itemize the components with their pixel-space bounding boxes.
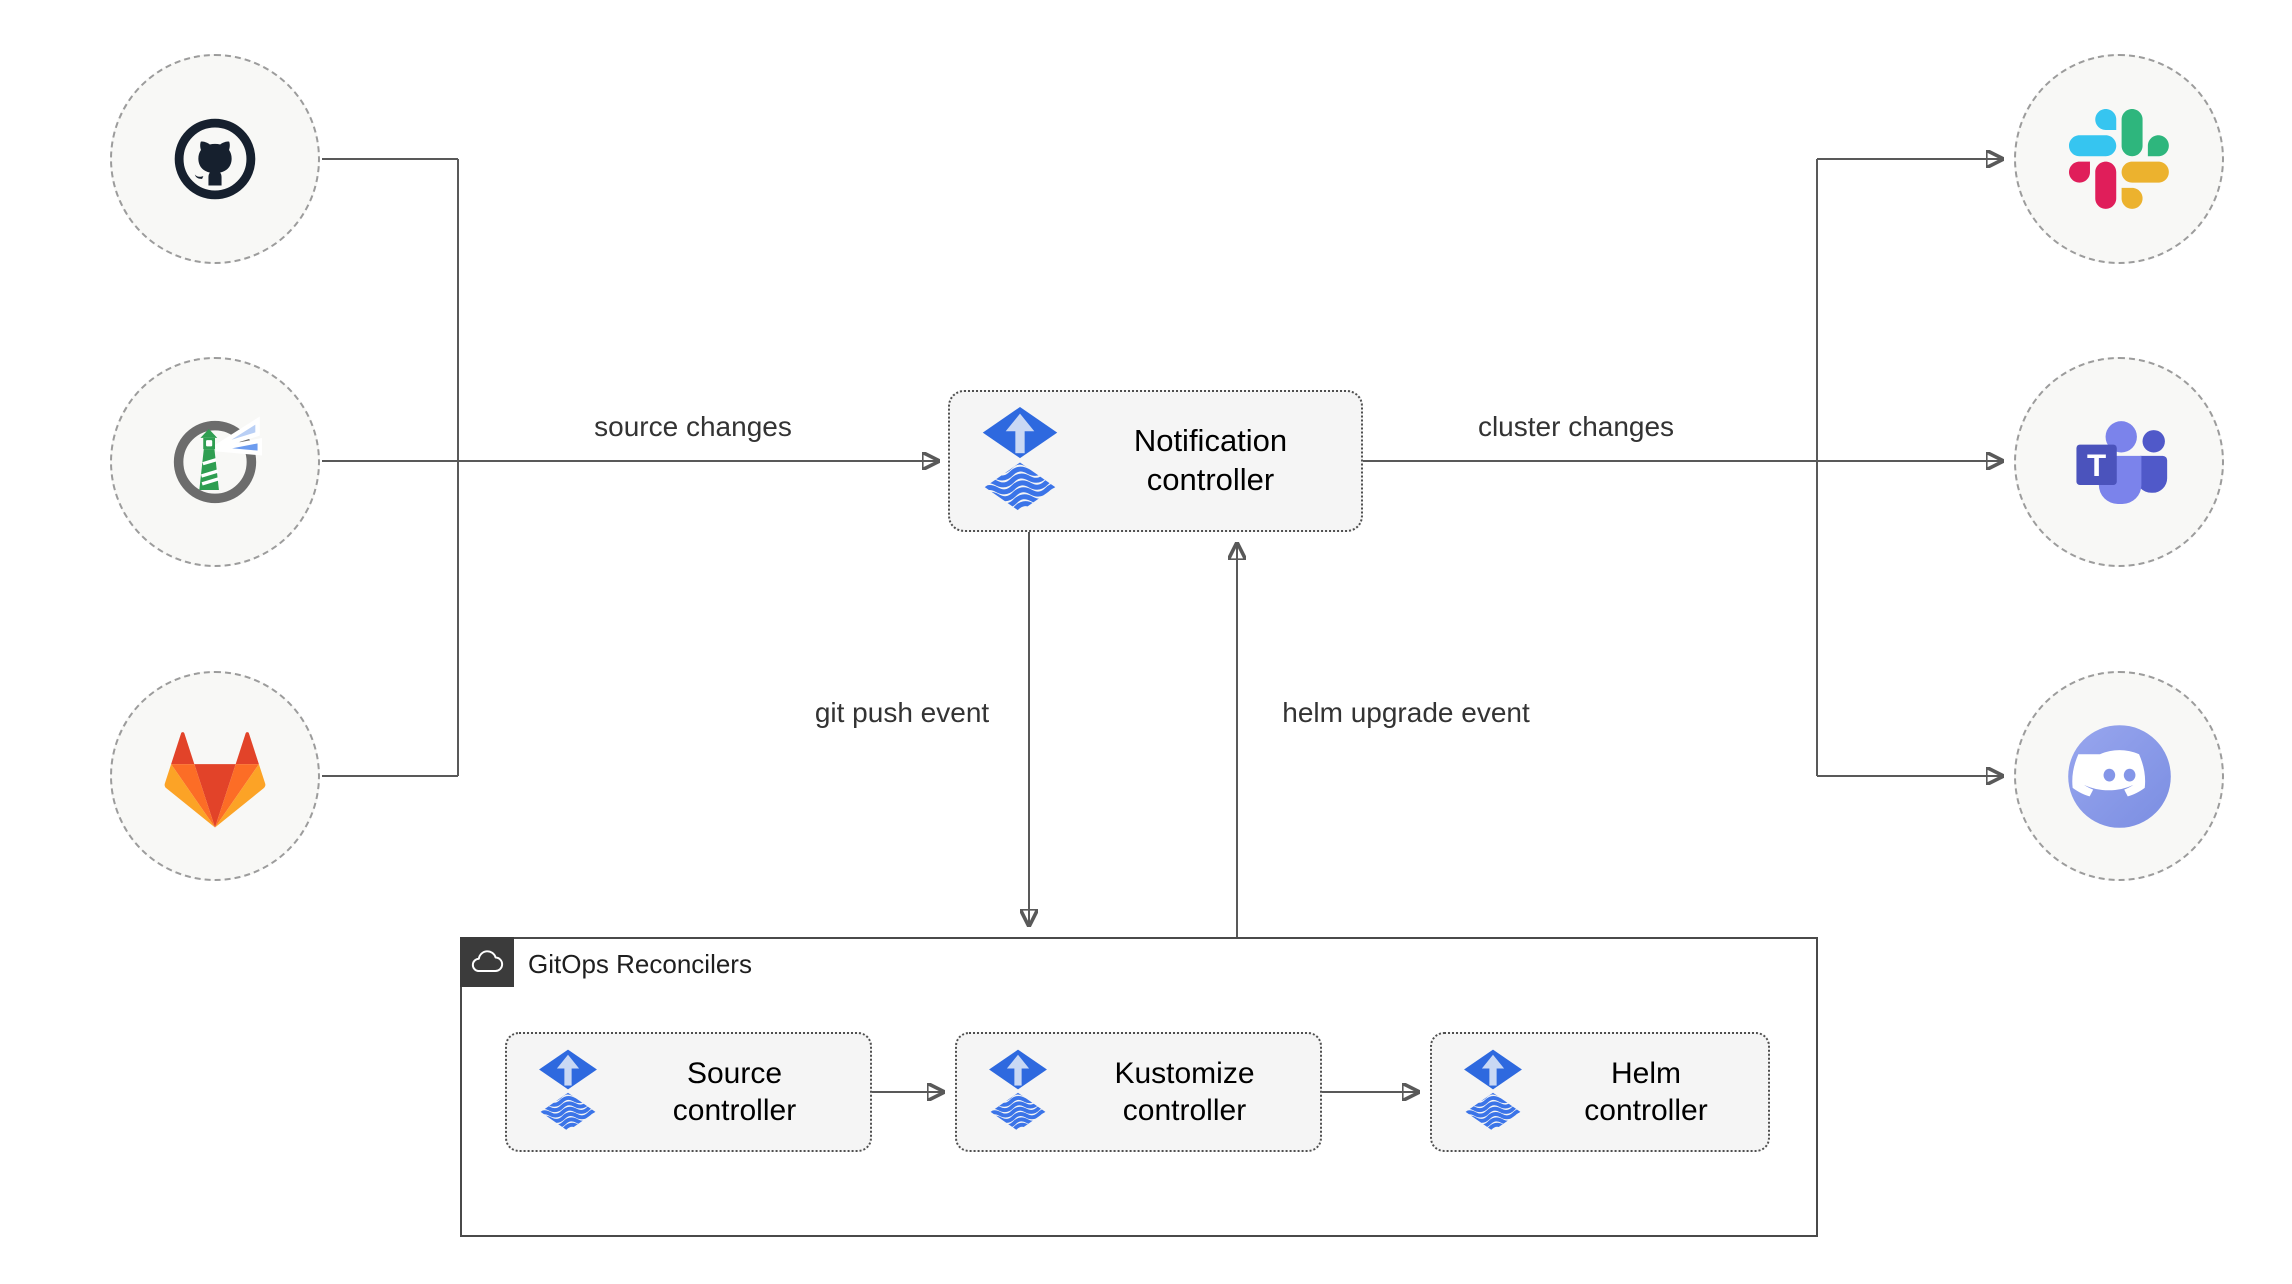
flux-logo-icon [987,1048,1049,1136]
notification-controller-label: Notification controller [1133,423,1288,497]
edge-label-helm-upgrade-event: helm upgrade event [1276,697,1536,729]
flux-logo-icon [980,405,1060,518]
gitops-reconcilers-title: GitOps Reconcilers [528,949,752,979]
node-helm-controller: Helm controller [1430,1032,1770,1152]
flux-logo-icon [1462,1048,1524,1136]
microsoft-teams-icon: T [2076,421,2168,504]
slack-icon [2069,109,2169,209]
flux-logo-icon [537,1048,599,1136]
node-discord [2014,671,2224,881]
teams-logo-letter: T [2087,448,2106,483]
gitlab-icon [164,732,266,828]
cloud-icon [460,937,514,987]
node-gitlab [110,671,320,881]
node-github [110,54,320,264]
node-teams: T [2014,357,2224,567]
edge-label-cluster-changes: cluster changes [1471,411,1681,443]
edge-label-source-changes: source changes [588,411,798,443]
kustomize-controller-label: Kustomize controller [1114,1056,1255,1128]
discord-icon [2067,724,2171,828]
helm-controller-label: Helm controller [1584,1056,1708,1128]
github-icon [174,118,256,200]
gitops-reconcilers-container: GitOps Reconcilers [460,937,1818,1237]
harbor-icon [173,416,263,504]
source-controller-label: Source controller [672,1056,797,1128]
node-slack [2014,54,2224,264]
node-harbor [110,357,320,567]
node-source-controller: Source controller [505,1032,872,1152]
node-notification-controller: Notification controller [948,390,1363,532]
node-kustomize-controller: Kustomize controller [955,1032,1322,1152]
edge-label-git-push-event: git push event [808,697,996,729]
